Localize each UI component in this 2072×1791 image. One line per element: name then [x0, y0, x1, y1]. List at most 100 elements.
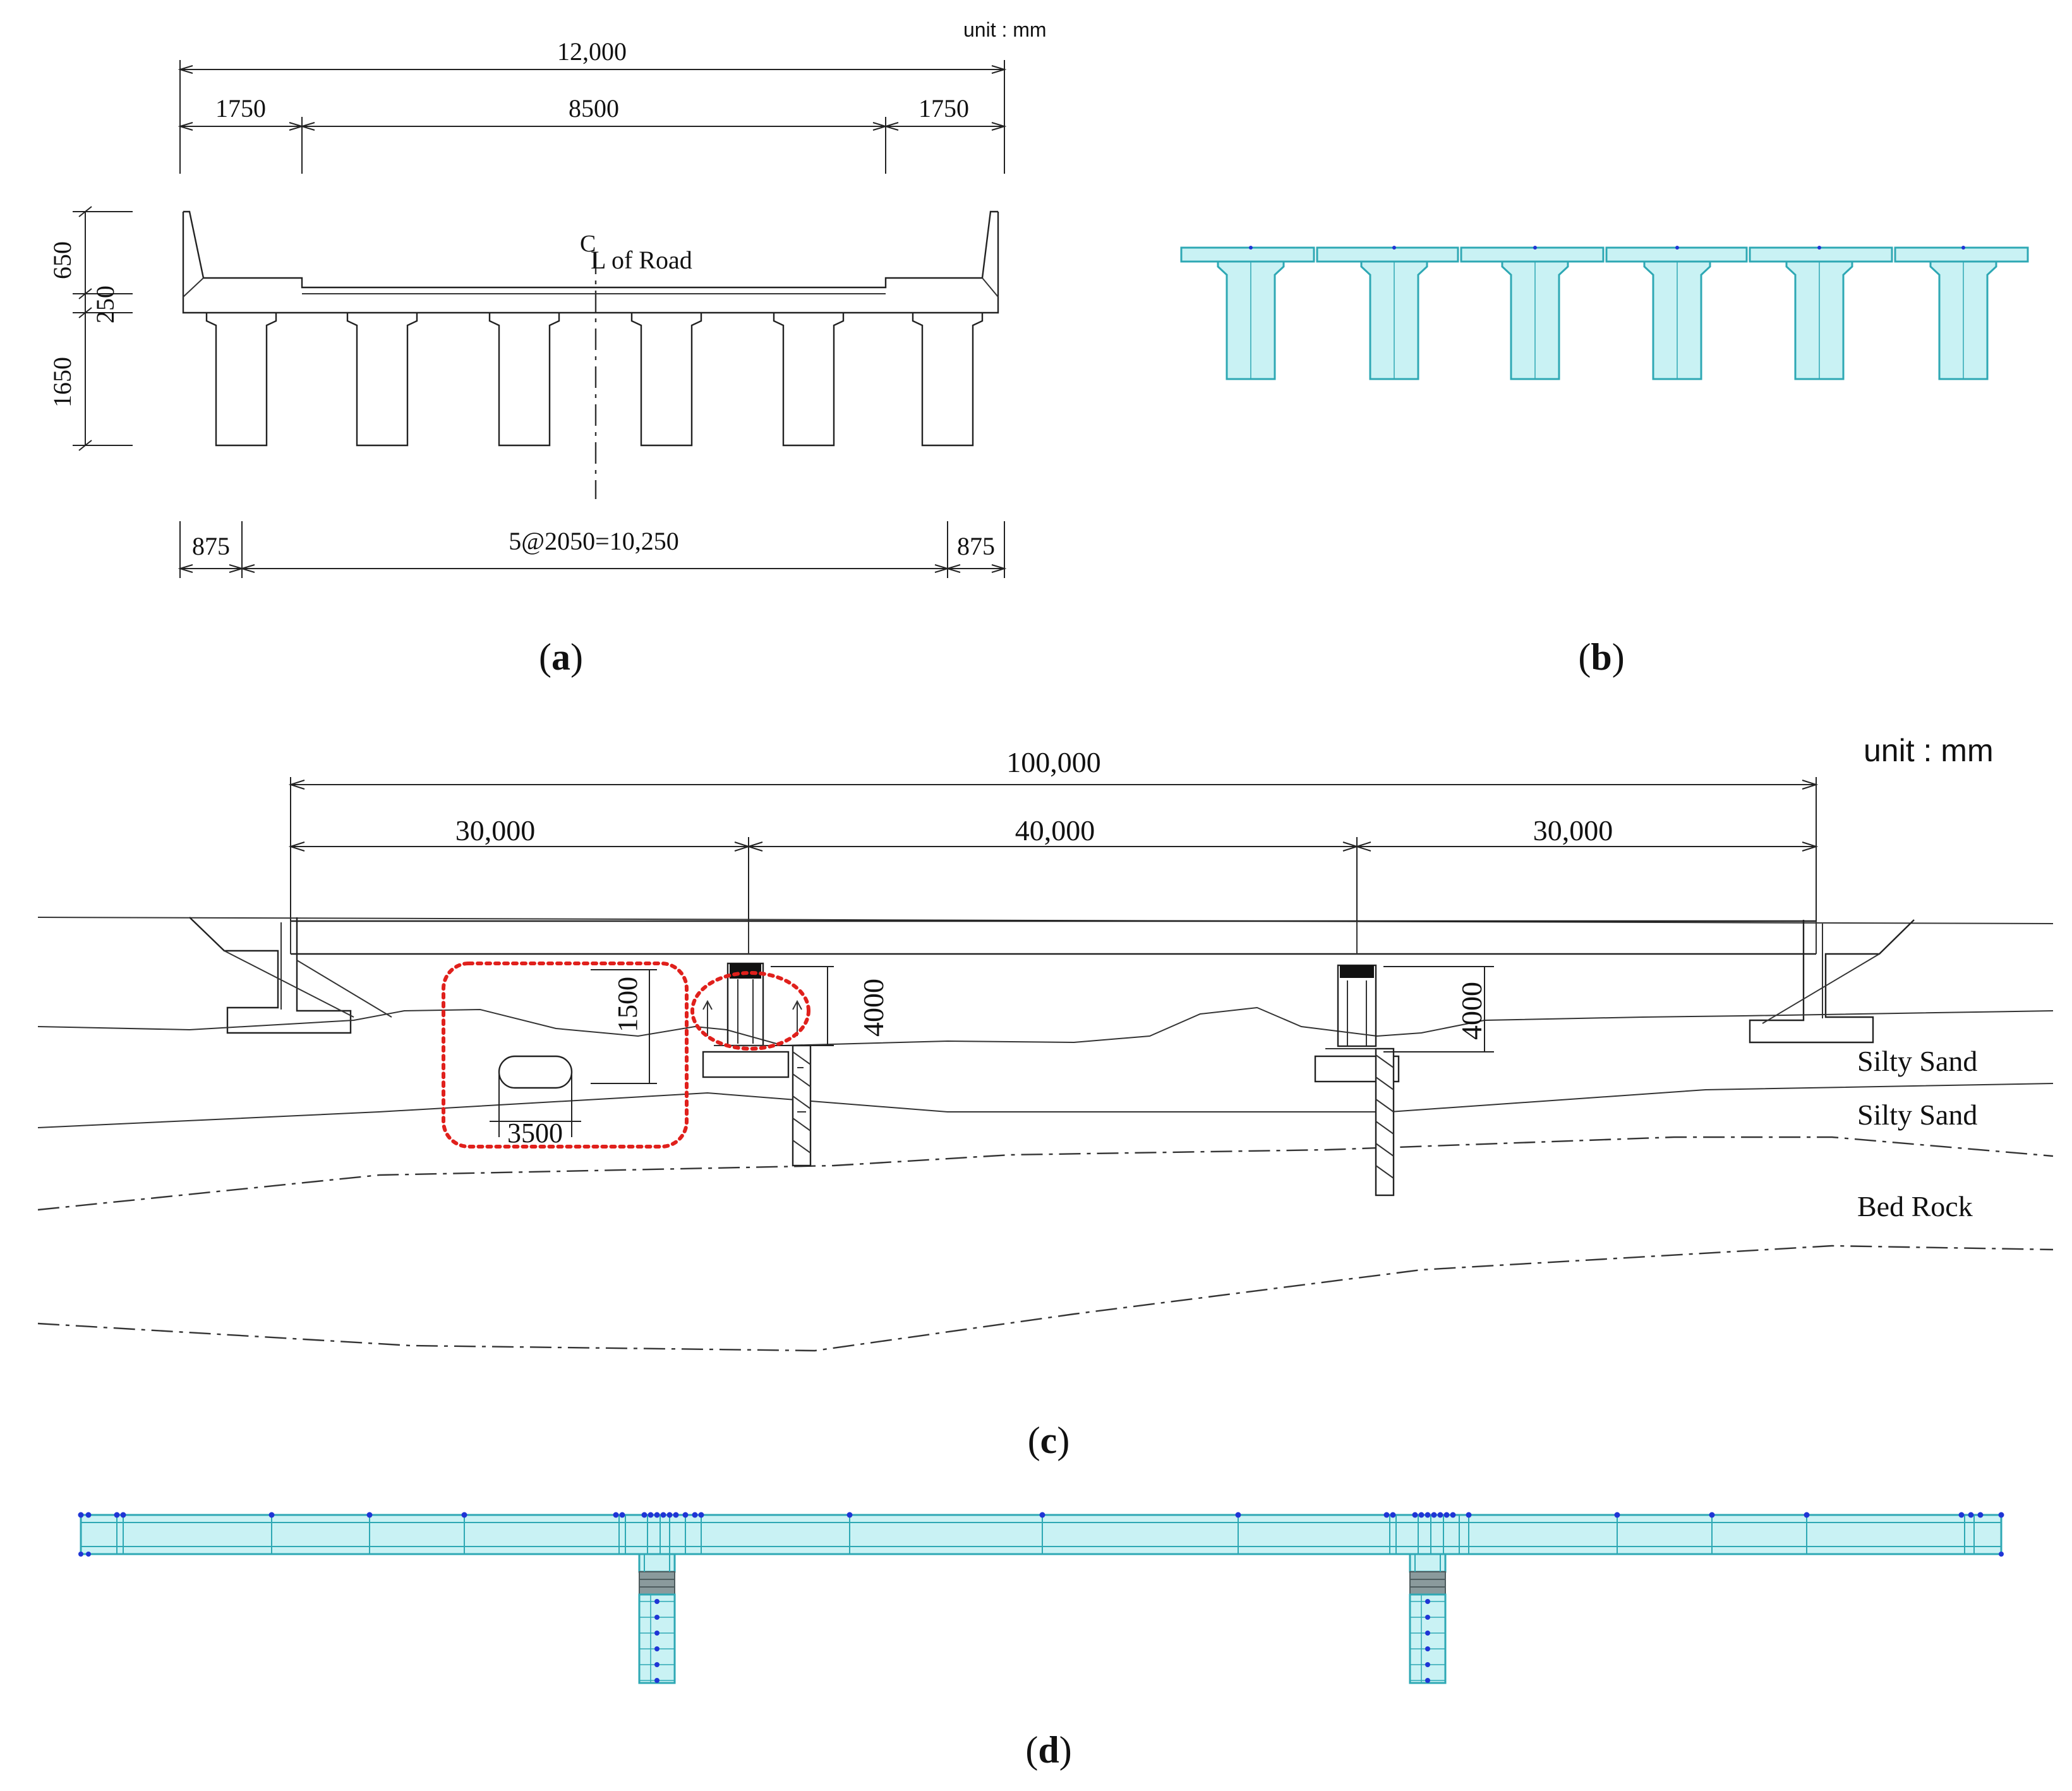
panel-c-pier-height-dims — [771, 966, 1494, 1052]
panel-d-deck-node-2 — [85, 1512, 92, 1518]
panel-a-caption-letter: a — [551, 636, 570, 678]
panel-c-caption-letter: c — [1040, 1420, 1057, 1461]
panel-b-caption-letter: b — [1591, 636, 1611, 678]
panel-a-girder-1 — [205, 313, 277, 447]
panel-b-slab-3 — [1460, 246, 1605, 263]
panel-b-caption: (b) — [1578, 636, 1624, 678]
panel-d-caption: (d) — [1025, 1729, 1071, 1771]
panel-d-deck-node-8 — [613, 1512, 619, 1518]
panel-c-span-3: 30,000 — [1533, 814, 1613, 847]
panel-b-node-5 — [1817, 246, 1821, 250]
panel-b-node-4 — [1675, 246, 1679, 250]
svg-text:(c): (c) — [1028, 1420, 1070, 1461]
panel-a-girder-2 — [346, 313, 418, 447]
panel-c-span-1: 30,000 — [455, 814, 536, 847]
panel-d-deck-node-9 — [619, 1512, 625, 1518]
panel-d-deck-node-20 — [1039, 1512, 1045, 1518]
panel-d-bearing-2 — [1409, 1571, 1446, 1595]
pier-highlight-ellipse — [690, 971, 810, 1051]
panel-a-cross-section-drawing: unit : mm 12,000 1750 8500 1750 — [48, 18, 1047, 678]
bed-rock-label: Bed Rock — [1857, 1190, 1973, 1222]
panel-c-left-abutment — [189, 917, 392, 1034]
panel-b-node-2 — [1392, 246, 1396, 250]
panel-d-deck-node-1 — [78, 1512, 84, 1518]
panel-a-centerline-symbol: C — [580, 231, 596, 257]
panel-c-total-length: 100,000 — [1006, 746, 1101, 778]
soil-layer-2-label: Silty Sand — [1857, 1099, 1977, 1131]
panel-d-pier-cap-2 — [1409, 1553, 1447, 1573]
panel-d-deck-node-33 — [1709, 1512, 1715, 1518]
panel-d-deck-node-6 — [366, 1512, 373, 1518]
panel-d-deck-node-29 — [1443, 1512, 1450, 1518]
scour-highlight-box — [442, 962, 689, 1149]
panel-d-deck-node-30 — [1450, 1512, 1456, 1518]
panel-a-right-overhang: 1750 — [919, 94, 969, 123]
panel-d-deck-node-27 — [1431, 1512, 1437, 1518]
panel-a-girder-4 — [630, 313, 702, 447]
soil-layer-1-label: Silty Sand — [1857, 1045, 1977, 1077]
panel-a-caption: (a) — [539, 636, 583, 678]
panel-a-girders — [205, 313, 984, 447]
panel-d-end-node-2 — [1999, 1552, 2004, 1557]
panel-b-node-6 — [1961, 246, 1965, 250]
panel-d-deck-node-15 — [673, 1512, 679, 1518]
panel-d-deck-node-17 — [692, 1512, 698, 1518]
panel-d-pier-2-node-1 — [1425, 1599, 1430, 1604]
panel-c-caption: (c) — [1028, 1420, 1070, 1461]
panel-c-span-2: 40,000 — [1015, 814, 1095, 847]
panel-d-deck-node-5 — [268, 1512, 275, 1518]
panel-d-pier-1-node-6 — [654, 1678, 660, 1683]
panel-c-ground-profile — [37, 1006, 2054, 1352]
panel-b-slab-1 — [1180, 246, 1315, 263]
panel-d-deck-node-13 — [660, 1512, 666, 1518]
panel-b-node-3 — [1533, 246, 1537, 250]
panel-a-girder-height: 1650 — [48, 357, 76, 407]
panel-d-deck-node-14 — [666, 1512, 673, 1518]
panel-d-deck-node-4 — [120, 1512, 126, 1518]
panel-d-pier-2-node-3 — [1425, 1631, 1430, 1636]
panel-d-pier-column-2 — [1409, 1593, 1447, 1684]
panel-a-centerline-label: L of Road — [591, 246, 692, 274]
panel-b-slab-6 — [1894, 246, 2029, 263]
panel-c-scour-depth: 1500 — [612, 977, 643, 1032]
panel-a-girder-spacing: 5@2050=10,250 — [509, 527, 678, 555]
panel-c-elevation-drawing: unit : mm 100,000 30,000 40,000 30,000 — [37, 733, 2054, 1461]
panel-d-deck-node-23 — [1390, 1512, 1396, 1518]
panel-b-slab-4 — [1605, 246, 1748, 263]
panel-d-caption-letter: d — [1038, 1729, 1059, 1771]
panel-b-node-1 — [1249, 246, 1253, 250]
panel-a-total-width: 12,000 — [557, 37, 627, 66]
panel-a-girder-6 — [912, 313, 984, 447]
panel-a-right-edge: 875 — [957, 532, 995, 560]
panel-d-deck-node-32 — [1614, 1512, 1620, 1518]
panel-d-deck-node-35 — [1958, 1512, 1965, 1518]
panel-d-pier-column-1 — [638, 1593, 676, 1684]
panel-c-span-dimensions — [288, 777, 1819, 922]
panel-a-girder-5 — [773, 313, 845, 447]
panel-d-deck-node-36 — [1968, 1512, 1974, 1518]
panel-d-pier-2-node-2 — [1425, 1615, 1430, 1620]
panel-d-deck-node-26 — [1424, 1512, 1431, 1518]
panel-d-pier-2-node-4 — [1425, 1646, 1430, 1651]
panel-b-fem-cross-section — [1180, 246, 2029, 380]
panel-a-slab-height: 250 — [91, 286, 119, 323]
panel-d-deck — [80, 1514, 2003, 1555]
panel-a-unit-label: unit : mm — [963, 18, 1047, 41]
panel-c-scour-width: 3500 — [507, 1118, 563, 1149]
panel-d-deck-node-31 — [1466, 1512, 1472, 1518]
panel-a-deck-outline — [182, 210, 999, 314]
panel-c-unit-label: unit : mm — [1864, 733, 1994, 768]
panel-d-deck-node-37 — [1977, 1512, 1984, 1518]
panel-d-fem-elevation — [78, 1512, 2004, 1684]
panel-d-deck-node-38 — [1998, 1512, 2004, 1518]
panel-d-deck-node-7 — [461, 1512, 467, 1518]
panel-c-right-abutment — [1749, 919, 1915, 1044]
panel-d-deck-node-34 — [1804, 1512, 1810, 1518]
panel-d-pier-2-node-6 — [1425, 1678, 1430, 1683]
svg-text:(d): (d) — [1025, 1729, 1071, 1771]
panel-d-end-node-1 — [78, 1552, 83, 1557]
panel-d-deck-node-25 — [1418, 1512, 1424, 1518]
panel-d-deck-node-28 — [1437, 1512, 1443, 1518]
panel-d-deck-node-11 — [648, 1512, 654, 1518]
panel-b-slab-2 — [1316, 246, 1459, 263]
